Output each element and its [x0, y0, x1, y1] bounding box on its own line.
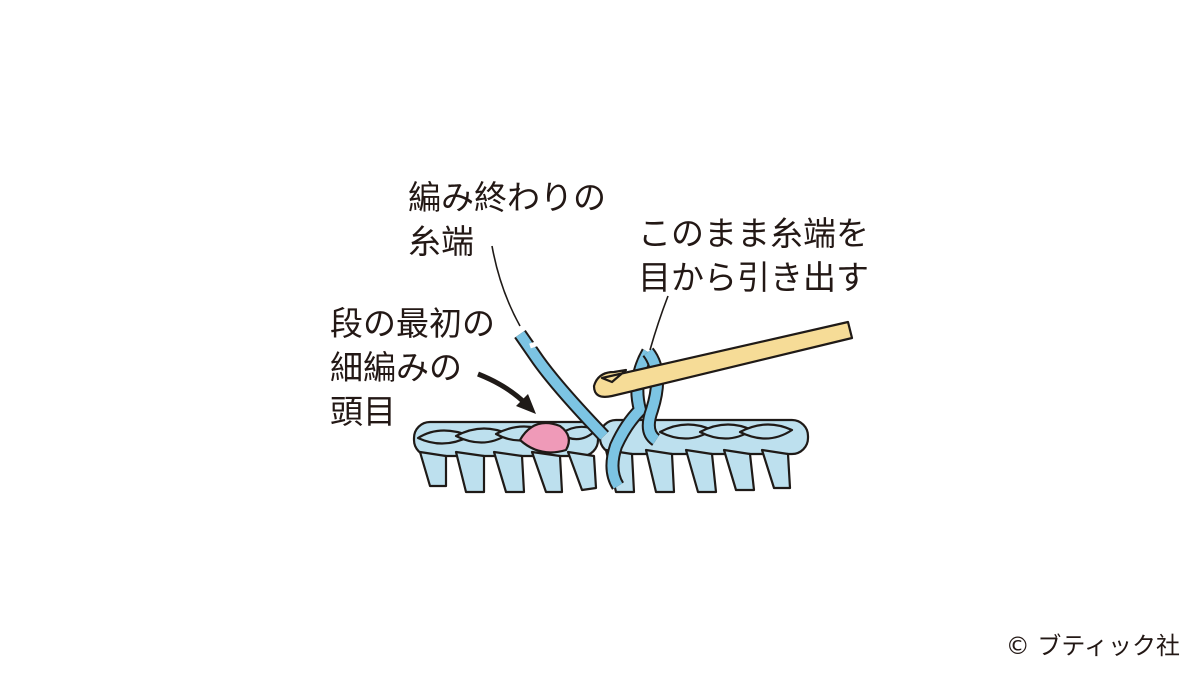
label-pull-line2: 目から引き出す: [638, 258, 869, 297]
label-yarn-end: 編み終わりの 糸端: [408, 176, 606, 264]
copyright-credit: © ブティック社: [1005, 632, 1180, 660]
yarn-end-strand: [514, 330, 610, 441]
label-pull-through: このまま糸端を 目から引き出す: [638, 212, 869, 300]
crochet-hook: [592, 320, 854, 398]
label-first-stitch-line2: 細編みの: [330, 348, 462, 387]
leader-line-pull: [649, 295, 669, 351]
label-first-stitch-line3: 頭目: [330, 392, 396, 431]
first-stitch-head-highlight: [518, 422, 571, 454]
leader-line-yarn-end: [491, 245, 521, 327]
arrow-to-first-stitch: [477, 371, 536, 414]
label-yarn-end-line2: 糸端: [408, 222, 474, 261]
label-first-stitch: 段の最初の 細編みの 頭目: [330, 302, 495, 434]
label-yarn-end-line1: 編み終わりの: [408, 178, 606, 217]
label-first-stitch-line1: 段の最初の: [330, 304, 495, 343]
left-stitch-row: [412, 420, 600, 494]
label-pull-line1: このまま糸端を: [638, 214, 869, 253]
